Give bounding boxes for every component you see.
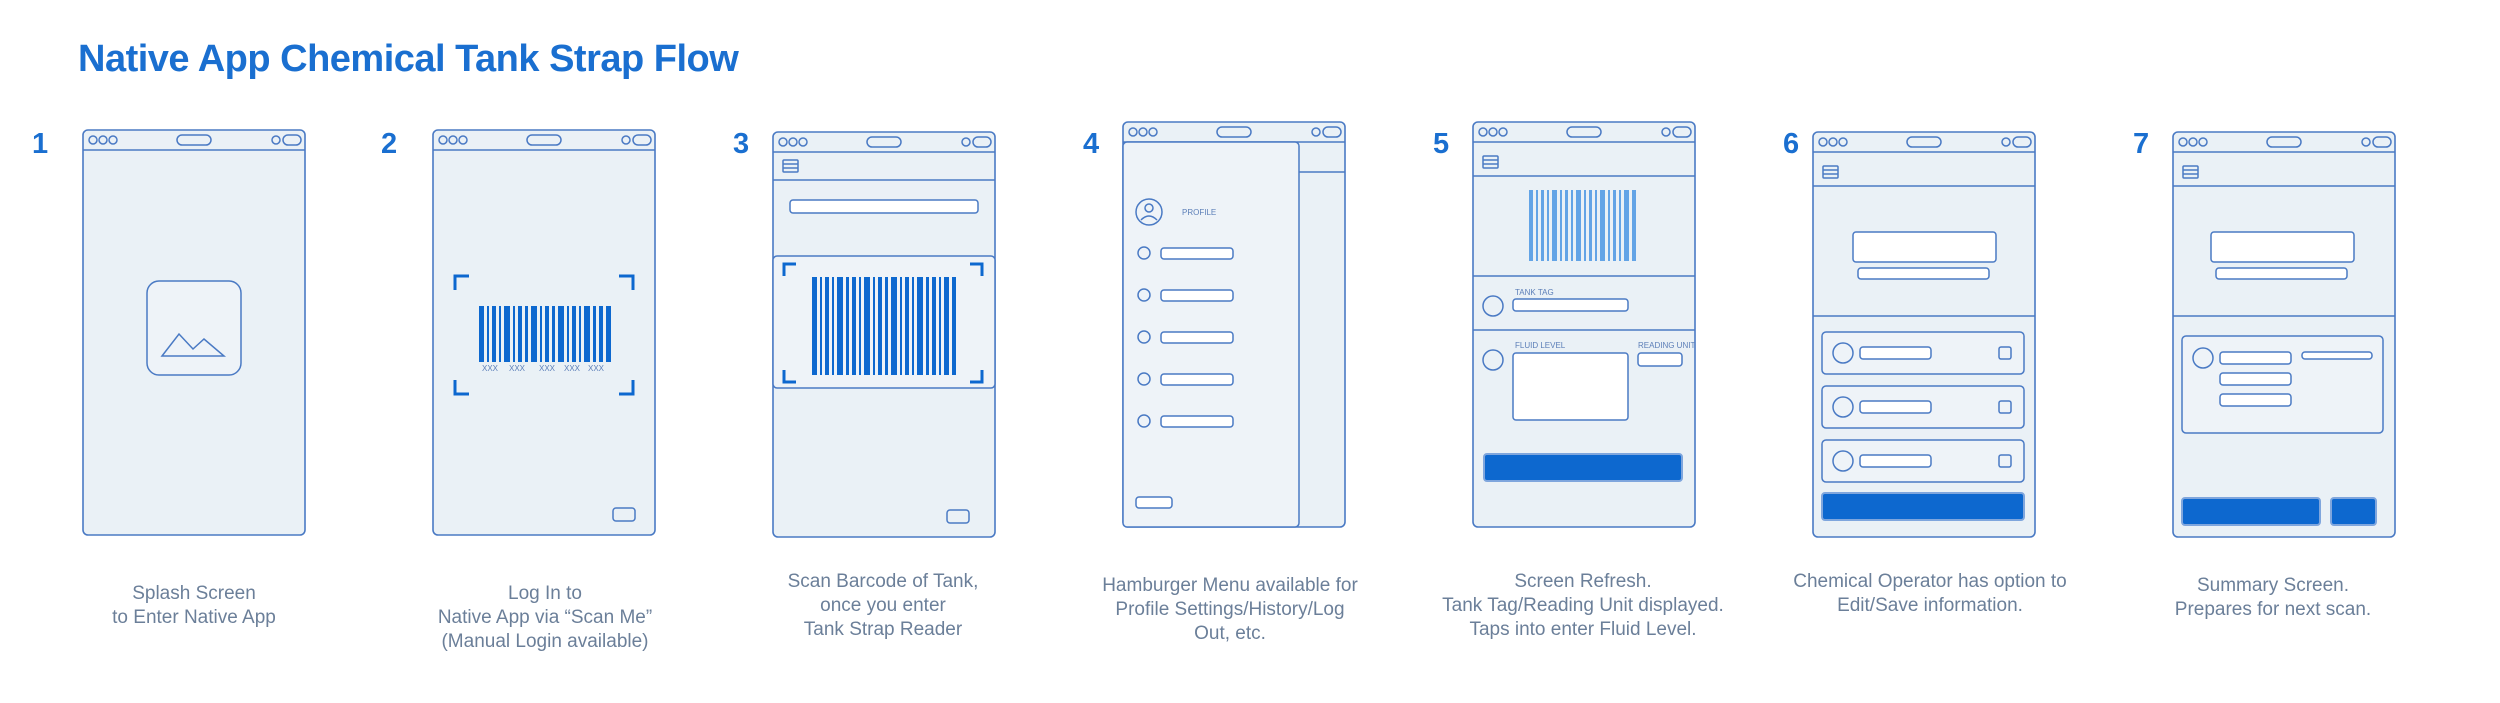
hamburger-menu-icon [1482,155,1499,169]
avatar-icon [1135,198,1163,226]
tank-tag-label: TANK TAG [1515,288,1554,297]
search-input [789,199,979,214]
step-5-phone-mockup: TANK TAG FLUID LEVEL READING UNIT [1472,121,1696,528]
step-6-phone-mockup [1812,131,2036,538]
step-1-phone-mockup [82,129,306,536]
step-3-number: 3 [733,128,750,160]
step-5-number: 5 [1433,128,1450,160]
hamburger-menu-icon [2182,165,2199,179]
step-4-phone-mockup: PROFILE [1122,121,1346,528]
step-6-number: 6 [1783,128,1800,160]
barcode-icon [479,306,611,362]
barcode-icon [812,277,956,375]
step-1-caption: Splash Screen to Enter Native App [112,583,276,628]
logout-button [1135,496,1173,509]
profile-label: PROFILE [1182,208,1216,217]
step-4-caption: Hamburger Menu available for Profile Set… [1102,575,1358,644]
save-button [1821,492,2025,521]
step-3-phone-mockup [772,131,996,538]
tank-tag-field [1512,298,1629,312]
hamburger-menu-icon [1822,165,1839,179]
subtitle-field [1857,267,1990,280]
step-5-caption: Screen Refresh. Tank Tag/Reading Unit di… [1442,571,1724,640]
menu-item [1160,415,1234,428]
menu-item [1160,247,1234,260]
title-field [1852,231,1997,263]
next-scan-button [2330,497,2377,526]
manual-entry-button [946,509,970,524]
step-7-caption: Summary Screen. Prepares for next scan. [2174,575,2372,620]
reading-unit-field [1637,352,1683,367]
reading-unit-label: READING UNIT [1638,341,1695,350]
step-2-number: 2 [381,128,398,160]
step-3-caption: Scan Barcode of Tank, once you enter Tan… [787,571,979,640]
barcode-label: XXX [539,364,556,373]
step-7-phone-mockup [2172,131,2396,538]
hamburger-menu-icon [782,159,799,173]
page-title: Native App Chemical Tank Strap Flow [78,38,739,80]
barcode-label: XXX [482,364,499,373]
step-4-number: 4 [1083,128,1100,160]
menu-item [1160,331,1234,344]
step-2-phone-mockup: XXX XXX XXX XXX XXX [432,129,656,536]
image-placeholder-icon [146,280,242,376]
manual-login-button [612,507,636,522]
fluid-level-field [1512,352,1629,421]
title-field [2210,231,2355,263]
barcode-label: XXX [564,364,581,373]
confirm-button [2181,497,2321,526]
step-1-number: 1 [32,128,49,160]
barcode-label: XXX [588,364,605,373]
scan-frame-icon [453,274,635,396]
menu-item [1160,373,1234,386]
step-6-caption: Chemical Operator has option to Edit/Sav… [1793,571,2067,616]
barcode-icon [1529,190,1636,261]
step-2-caption: Log In to Native App via “Scan Me” (Manu… [437,583,653,652]
menu-item [1160,289,1234,302]
barcode-label: XXX [509,364,526,373]
scan-frame-icon [782,262,984,384]
fluid-level-label: FLUID LEVEL [1515,341,1566,350]
subtitle-field [2215,267,2348,280]
submit-button [1483,453,1683,482]
step-7-number: 7 [2133,128,2150,160]
